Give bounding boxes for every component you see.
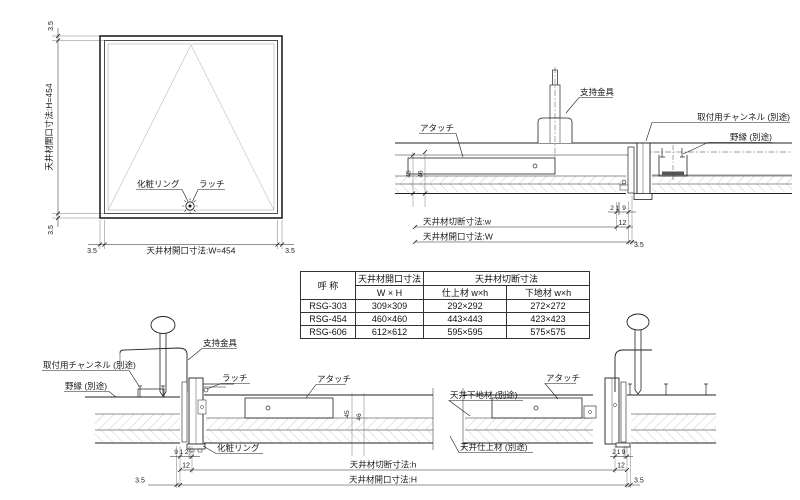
attach-right-label: アタッチ — [546, 373, 580, 383]
hanger-right — [614, 313, 652, 395]
joist-label: 野縁 (別途) — [65, 381, 107, 391]
ceiling-left-outer — [85, 385, 180, 444]
dim-right-9: 9 — [622, 449, 626, 456]
bottom-section-drawing: 取付用チャンネル (別途) 野縁 (別途) 支持金具 ラッチ アタッチ 天井下地… — [42, 313, 716, 488]
dim-left-1: 1 — [180, 449, 184, 456]
dim-12: 12 — [619, 220, 627, 227]
dim-left-2: 2 — [185, 449, 189, 456]
dim-1: 1 — [616, 205, 620, 212]
depth-dims-mid: 45 46 — [344, 393, 365, 456]
bottom-section-labels: 取付用チャンネル (別途) 野縁 (別途) 支持金具 ラッチ アタッチ 天井下地… — [42, 338, 580, 454]
spec-table: 呼 称 天井材開口寸法 天井材切断寸法 W × H 仕上材 w×h 下地材 w×… — [300, 271, 591, 339]
plan-dim-bottom-3-5: 3.5 — [48, 225, 55, 235]
top-section-drawing: アタッチ 支持金具 取付用チャンネル (別途) 野縁 (別途) 45 46 2 … — [395, 67, 792, 249]
plan-dim-height-label: 天井材開口寸法:H=454 — [44, 83, 54, 170]
top-section-labels: アタッチ 支持金具 取付用チャンネル (別途) 野縁 (別途) — [419, 87, 790, 158]
sub-finish-header: 仕上材 w×h — [423, 285, 508, 300]
finish-material-label: 天井仕上材 (別途) — [460, 442, 528, 452]
sub-wh-header: W × H — [354, 285, 425, 300]
plan-dim-bottom: 3.5 天井材開口寸法:W=454 3.5 — [87, 220, 295, 256]
panel-frame-left — [181, 377, 234, 453]
attach-bar — [407, 157, 556, 175]
door-right-half — [462, 388, 597, 450]
col-cut-header: 天井材切断寸法 — [423, 271, 591, 286]
ceiling-structure — [395, 142, 792, 194]
model-name: RSG-606 — [300, 325, 356, 339]
plan-dim-width-label: 天井材開口寸法:W=454 — [146, 246, 235, 256]
col-open-header: 天井材開口寸法 — [354, 271, 425, 286]
support-bracket-label: 支持金具 — [580, 87, 615, 97]
table-row: RSG-606 612×612 595×595 575×575 — [300, 325, 591, 339]
plan-dim-w-right: 3.5 — [285, 248, 295, 255]
dim-left-3-5: 3.5 — [135, 478, 145, 485]
dim-2: 2 — [610, 205, 614, 212]
cut-dim-label: 天井材切断寸法:h — [350, 460, 417, 470]
ring-label: 化粧リング — [137, 179, 180, 189]
plan-labels: 化粧リング ラッチ — [136, 179, 225, 202]
joist-channel — [658, 145, 688, 182]
open-dim-label: 天井材開口寸法:W — [423, 232, 493, 242]
open-dim-label: 天井材開口寸法:H — [349, 475, 417, 485]
dim-46: 46 — [418, 170, 425, 178]
channel-label: 取付用チャンネル (別途) — [697, 112, 790, 122]
door-left-half — [204, 388, 434, 450]
plan-dim-top-3-5: 3.5 — [48, 21, 55, 31]
channel-label: 取付用チャンネル (別途) — [43, 360, 136, 370]
plan-dim-w-left: 3.5 — [87, 248, 97, 255]
table-row: RSG-303 309×309 292×292 272×272 — [300, 299, 591, 313]
depth-dims: 45 46 — [406, 149, 428, 207]
edge-dims: 2 1 9 天井材切断寸法:w 12 天井材開口寸法:W 3.5 — [412, 196, 644, 249]
dim-46: 46 — [356, 413, 363, 421]
col-name-header: 呼 称 — [300, 271, 356, 300]
hanger-left — [119, 316, 188, 397]
open-size: 612×612 — [354, 325, 425, 339]
dim-right-1: 1 — [617, 449, 621, 456]
ceiling-right-outer — [627, 383, 716, 444]
base-material-label: 天井下地材 (別途) — [450, 390, 518, 400]
plan-panel-frame — [99, 35, 283, 219]
panel-frame-section — [619, 142, 653, 200]
latch-label: ラッチ — [199, 179, 225, 189]
support-bracket — [537, 67, 573, 160]
joist-label: 野縁 (別途) — [730, 132, 772, 142]
dim-left-12: 12 — [182, 463, 190, 470]
dim-45: 45 — [344, 410, 351, 418]
dim-right-3-5: 3.5 — [634, 478, 644, 485]
latch-symbol — [182, 198, 198, 214]
plan-dim-left: 3.5 天井材開口寸法:H=454 3.5 — [44, 21, 105, 235]
dim-45: 45 — [406, 170, 413, 178]
attach-label: アタッチ — [420, 123, 454, 133]
dim-left-9: 9 — [174, 449, 178, 456]
attach-left-label: アタッチ — [317, 374, 351, 384]
latch-label: ラッチ — [222, 373, 248, 383]
base-size: 575×575 — [506, 325, 591, 339]
plan-view-drawing: 化粧リング ラッチ 3.5 天井材開口寸法:H=454 3.5 3.5 天井材開… — [44, 21, 295, 256]
bottom-dims: 9 1 2 2 1 9 12 天井材切断寸法:h 12 3.5 天井材開口寸法:… — [135, 446, 644, 488]
support-bracket-label: 支持金具 — [203, 338, 238, 348]
dim-right-2: 2 — [612, 449, 616, 456]
cut-dim-label: 天井材切断寸法:w — [423, 217, 492, 227]
dim-3-5: 3.5 — [634, 242, 644, 249]
panel-frame-right — [604, 377, 631, 448]
dim-9: 9 — [622, 205, 626, 212]
dim-right-12: 12 — [617, 463, 625, 470]
sub-base-header: 下地材 w×h — [506, 285, 591, 300]
ring-label: 化粧リング — [217, 443, 260, 453]
